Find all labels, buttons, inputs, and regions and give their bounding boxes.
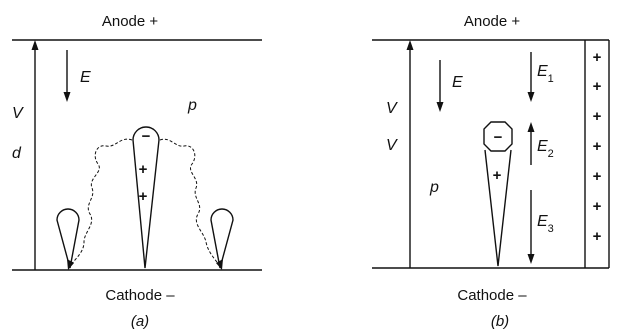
photon-path-right <box>160 139 220 266</box>
streamer-body-charge-b: + <box>493 167 502 184</box>
field-arrowhead-b <box>437 102 444 112</box>
voltage-arrowhead-a <box>32 40 39 50</box>
voltage-label-b-1: V <box>386 100 398 117</box>
anode-label-a: Anode + <box>102 13 159 30</box>
space-charge-plus-3: + <box>593 108 602 125</box>
field-label-e3: E3 <box>537 213 554 235</box>
field-arrowhead-a <box>64 92 71 102</box>
anode-label-b: Anode + <box>464 13 521 30</box>
space-charge-plus-4: + <box>593 138 602 155</box>
panel-a: Anode + Cathode – (a) V d E p − + + <box>12 13 262 330</box>
space-charge-plus-6: + <box>593 198 602 215</box>
pressure-label-a: p <box>187 97 197 114</box>
caption-b: (b) <box>491 313 509 330</box>
streamer-body-charge-a-2: + <box>139 188 148 205</box>
space-charge-plus-5: + <box>593 168 602 185</box>
space-charge-plus-1: + <box>593 49 602 66</box>
field-arrowhead-e2 <box>528 122 535 132</box>
right-avalanche-a <box>211 209 233 268</box>
photon-arrowhead-right <box>216 259 223 270</box>
streamer-body-charge-a-1: + <box>139 161 148 178</box>
cathode-label-a: Cathode – <box>105 287 175 304</box>
gap-label-a: d <box>12 145 22 162</box>
voltage-label-a: V <box>12 105 24 122</box>
field-label-e2: E2 <box>537 138 554 160</box>
field-arrowhead-e3 <box>528 254 535 264</box>
field-label-b: E <box>452 74 463 91</box>
field-label-a: E <box>80 69 91 86</box>
panel-b: Anode + Cathode – (b) V V E p − + E1 E2 … <box>372 13 609 330</box>
streamer-head-charge-b: − <box>494 129 503 146</box>
streamer-head-charge-a: − <box>142 128 151 145</box>
voltage-label-b-2: V <box>386 137 398 154</box>
caption-a: (a) <box>131 313 149 330</box>
field-arrowhead-e1 <box>528 92 535 102</box>
space-charge-plus-2: + <box>593 78 602 95</box>
field-label-e1: E1 <box>537 63 554 85</box>
cathode-label-b: Cathode – <box>457 287 527 304</box>
space-charge-plus-7: + <box>593 228 602 245</box>
space-charge-column: + + + + + + + <box>593 49 602 245</box>
photon-path-left <box>70 139 132 266</box>
photon-arrowhead-left <box>67 259 74 270</box>
pressure-label-b: p <box>429 179 439 196</box>
voltage-arrowhead-b <box>407 40 414 50</box>
